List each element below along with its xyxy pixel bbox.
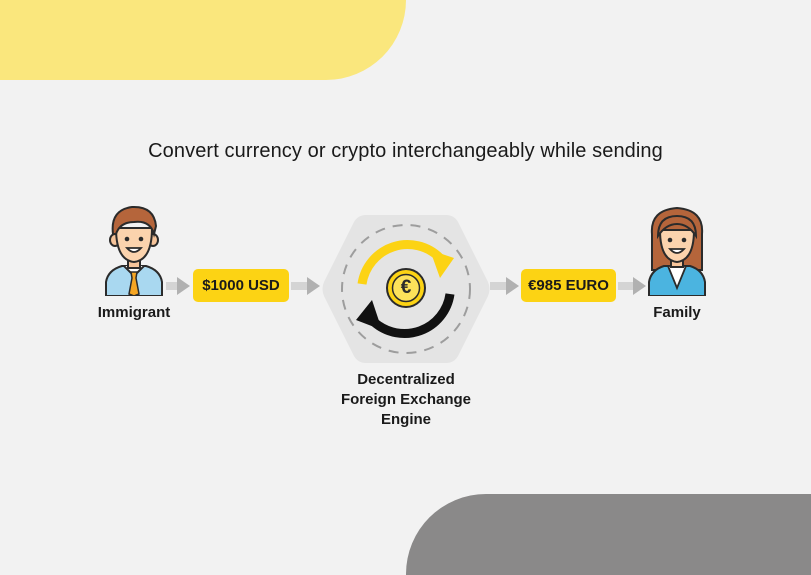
flow-arrow [490, 277, 519, 295]
female-avatar-icon [646, 204, 708, 296]
engine-label: Decentralized Foreign Exchange Engine [306, 370, 506, 430]
exchange-engine: € [322, 214, 490, 364]
engine-label-line3: Engine [380, 411, 431, 428]
engine-label-line2: Foreign Exchange [340, 391, 472, 408]
flow-arrow [166, 277, 190, 295]
flow-arrow [291, 277, 320, 295]
recipient-label: Family [653, 304, 701, 321]
exchange-cycle-icon [356, 240, 455, 339]
decorative-yellow-shape [0, 0, 406, 80]
sender-label: Immigrant [97, 304, 171, 321]
decorative-gray-shape [406, 494, 811, 575]
male-avatar-icon [102, 204, 166, 296]
amount-sent-badge: $1000 USD [193, 269, 289, 302]
flow-arrow [618, 277, 646, 295]
engine-label-line1: Decentralized [357, 371, 455, 388]
euro-coin-icon [386, 268, 426, 308]
amount-received-badge: €985 EURO [521, 269, 616, 302]
page-title: Convert currency or crypto interchangeab… [148, 140, 663, 162]
euro-symbol: € [400, 277, 412, 298]
